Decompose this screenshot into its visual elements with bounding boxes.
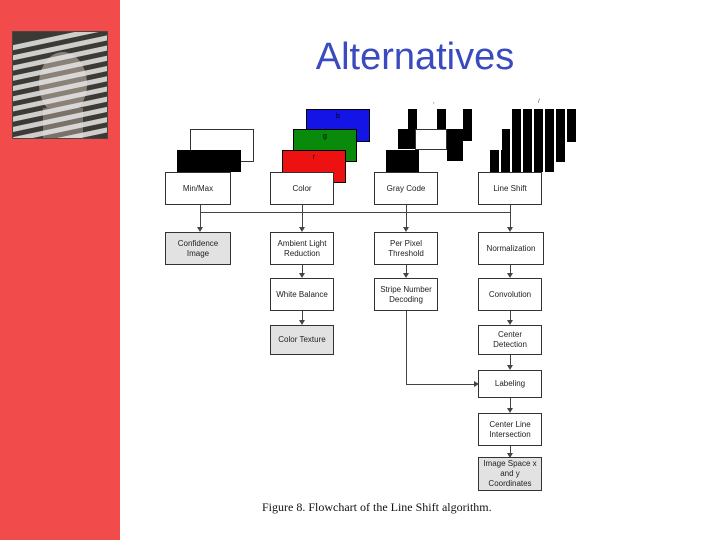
color-box: Color — [270, 172, 334, 205]
convolution-box: Convolution — [478, 278, 542, 311]
white-balance-box: White Balance — [270, 278, 334, 311]
confidence-image-box: Confidence Image — [165, 232, 231, 265]
line-shift-box: Line Shift — [478, 172, 542, 205]
figure-caption: Figure 8. Flowchart of the Line Shift al… — [262, 500, 492, 514]
per-pixel-threshold-box: Per Pixel Threshold — [374, 232, 438, 265]
striped-face-photo — [12, 31, 108, 139]
color-texture-box: Color Texture — [270, 325, 334, 355]
minmax-box: Min/Max — [165, 172, 231, 205]
center-detection-box: Center Detection — [478, 325, 542, 355]
striped-face-image — [13, 32, 107, 138]
channel-g-label: g — [323, 133, 327, 140]
slide-title: Alternatives — [315, 36, 515, 78]
center-line-intersection-box: Center Line Intersection — [478, 413, 542, 446]
channel-r-label: r — [312, 154, 316, 161]
minmax-frame-black — [177, 150, 241, 172]
normalization-box: Normalization — [478, 232, 544, 265]
gray-code-box: Gray Code — [374, 172, 438, 205]
image-space-coordinates-box: Image Space x and y Coordinates — [478, 457, 542, 491]
ambient-light-reduction-box: Ambient Light Reduction — [270, 232, 334, 265]
labeling-box: Labeling — [478, 370, 542, 398]
stripe-number-decoding-box: Stripe Number Decoding — [374, 278, 438, 311]
connector-bus — [200, 212, 510, 213]
channel-b-label: b — [336, 113, 340, 120]
